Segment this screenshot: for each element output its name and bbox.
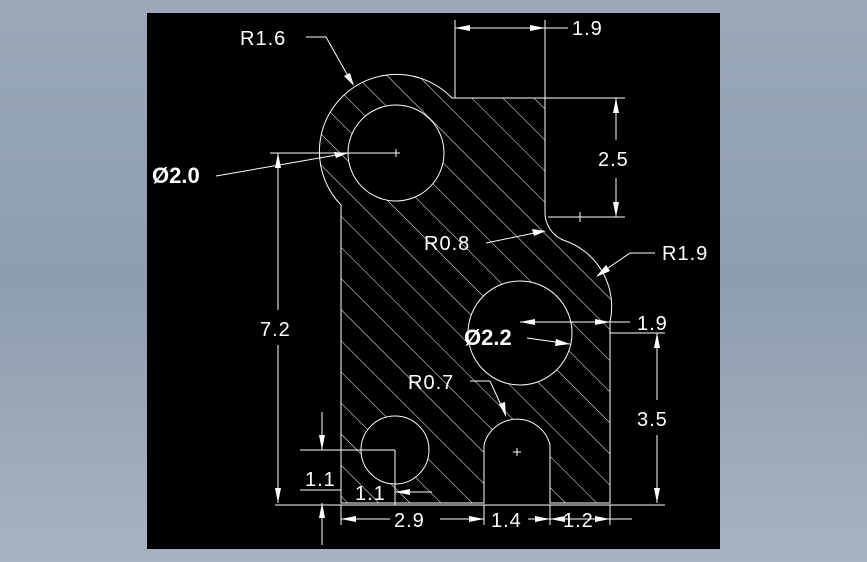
label-right-height: 3.5 <box>637 409 668 431</box>
label-left-height: 7.2 <box>260 319 291 341</box>
label-r-inner-corner: R0.8 <box>424 233 470 255</box>
label-bottom-3: 1.2 <box>563 510 594 532</box>
leader-r-right-arc <box>596 252 655 277</box>
dim-small-vertical <box>300 412 395 545</box>
hole-middle <box>467 280 573 386</box>
dim-top-height <box>545 97 625 222</box>
leader-r-inner-corner <box>485 229 546 244</box>
label-top-height: 2.5 <box>598 149 629 171</box>
dim-top-width <box>454 20 568 98</box>
dim-small-horizontal <box>394 450 432 505</box>
label-dia-middle: Ø2.2 <box>464 325 512 350</box>
label-small-horizontal: 1.1 <box>355 483 386 505</box>
dim-right-height <box>610 332 665 503</box>
part-outline <box>318 73 613 504</box>
leader-r-slot <box>470 380 506 417</box>
leader-dia-middle <box>526 337 571 346</box>
dim-left-height <box>270 152 348 503</box>
label-bottom-2: 1.4 <box>491 510 522 532</box>
dim-bottom-chain <box>275 504 665 525</box>
label-dia-top-left: Ø2.0 <box>152 163 200 188</box>
label-bottom-1: 2.9 <box>394 510 425 532</box>
dim-right-offset <box>520 319 630 325</box>
leader-r-top-left <box>306 36 354 86</box>
label-r-right-arc: R1.9 <box>662 243 708 265</box>
label-r-top-left: R1.6 <box>240 28 286 50</box>
label-top-width: 1.9 <box>572 18 603 40</box>
label-small-vertical: 1.1 <box>305 469 336 491</box>
label-r-slot: R0.7 <box>408 372 454 394</box>
label-right-offset: 1.9 <box>637 313 668 335</box>
